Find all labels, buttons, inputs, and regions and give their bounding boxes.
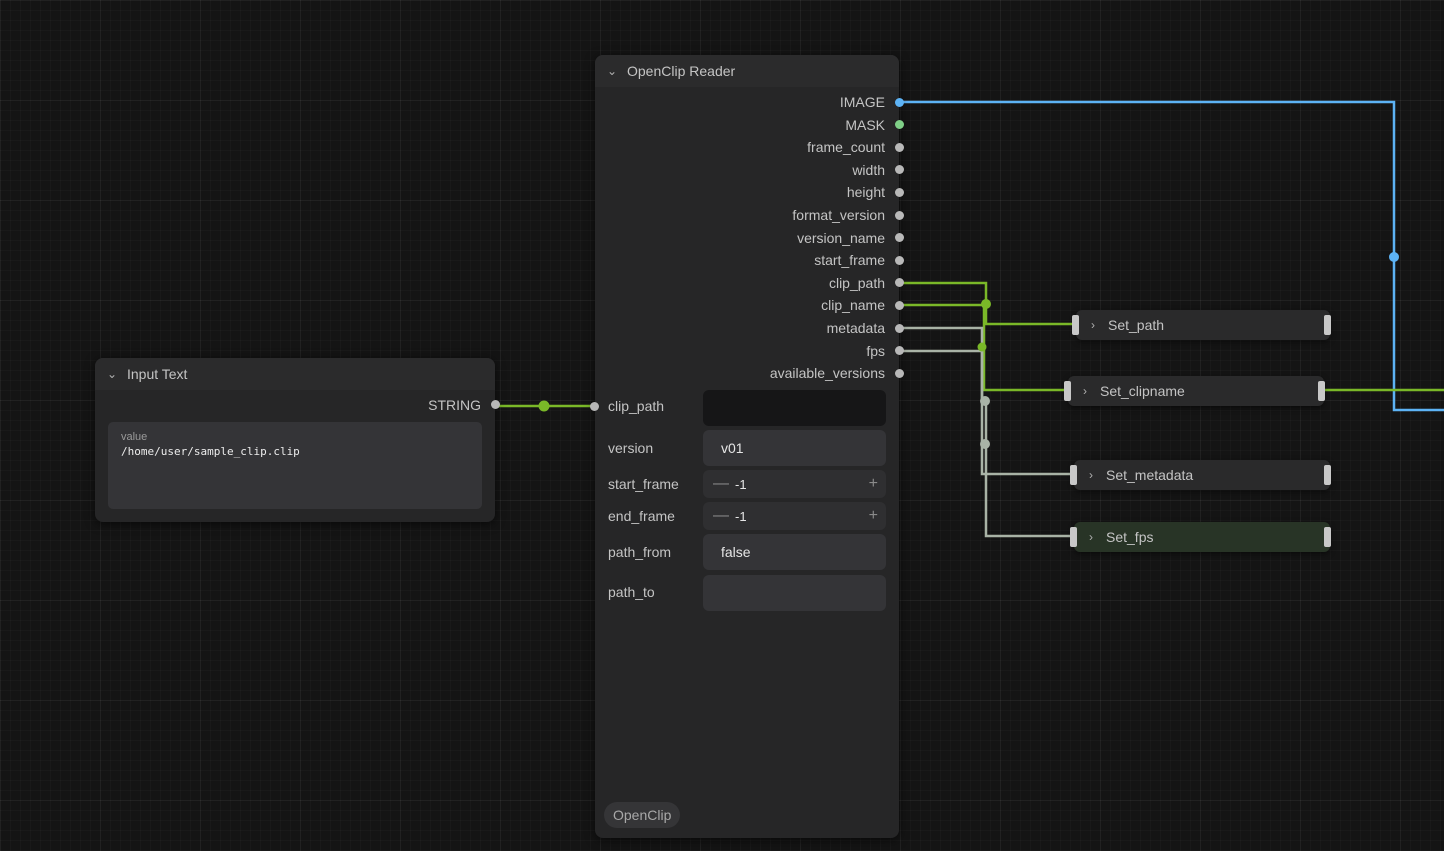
widget-label-path-from: path_from: [608, 544, 672, 560]
reroute-dot-clipname: [977, 342, 987, 352]
output-label-image: IMAGE: [839, 94, 885, 110]
value-label: value: [121, 431, 148, 443]
output-label-metadata: metadata: [826, 320, 885, 336]
widget-label-start-frame: start_frame: [608, 476, 679, 492]
input-text-node[interactable]: ⌄ Input Text STRING value /home/user/sam…: [95, 358, 500, 522]
output-slot-width[interactable]: [895, 165, 904, 175]
start-frame-stepper[interactable]: — -1 +: [703, 470, 886, 498]
output-slot-clip-path[interactable]: [895, 278, 904, 288]
chevron-right-icon[interactable]: ›: [1089, 530, 1093, 544]
widget-label-clip-path: clip_path: [608, 398, 665, 414]
output-label-fps: fps: [866, 342, 885, 359]
chevron-right-icon[interactable]: ›: [1083, 384, 1087, 398]
set-clipname-node[interactable]: › Set_clipname: [1064, 376, 1325, 406]
chevron-right-icon[interactable]: ›: [1089, 468, 1093, 482]
set-fps-node[interactable]: › Set_fps: [1070, 522, 1331, 552]
end-frame-stepper[interactable]: — -1 +: [703, 502, 886, 530]
clip-path-input[interactable]: [703, 390, 886, 426]
output-label-start-frame: start_frame: [814, 252, 885, 269]
output-slot-metadata[interactable]: [895, 323, 904, 333]
chevron-right-icon[interactable]: ›: [1091, 318, 1095, 332]
output-slot-clip-name[interactable]: [895, 300, 904, 310]
reroute-dot-fps: [980, 439, 990, 449]
output-handle[interactable]: [1324, 315, 1331, 335]
chevron-down-icon[interactable]: ⌄: [607, 64, 618, 78]
output-label-clip-path: clip_path: [828, 274, 885, 291]
output-label-frame-count: frame_count: [807, 139, 885, 156]
output-slot-frame-count[interactable]: [895, 142, 904, 152]
output-slot-mask[interactable]: [895, 120, 904, 130]
set-node-title: Set_path: [1108, 317, 1165, 333]
output-label-version-name: version_name: [797, 229, 885, 246]
output-slot-available-versions[interactable]: [895, 368, 904, 378]
output-slot-image[interactable]: [895, 97, 904, 107]
node-source-badge: OpenClip: [604, 802, 681, 828]
output-handle[interactable]: [1324, 465, 1331, 485]
output-label-mask: MASK: [845, 116, 885, 133]
widget-label-version: version: [608, 440, 654, 456]
reroute-dot-image: [1389, 252, 1399, 262]
minus-icon[interactable]: —: [713, 507, 729, 524]
widget-label-end-frame: end_frame: [608, 508, 675, 524]
chevron-down-icon[interactable]: ⌄: [107, 367, 118, 381]
output-slot-start-frame[interactable]: [895, 255, 904, 265]
version-value: v01: [721, 440, 744, 456]
output-label-available-versions: available_versions: [769, 365, 885, 382]
path-to-input[interactable]: [703, 575, 886, 611]
path-from-input[interactable]: false: [703, 534, 886, 570]
set-node-title: Set_fps: [1106, 529, 1154, 545]
minus-icon[interactable]: —: [713, 475, 729, 492]
set-metadata-node[interactable]: › Set_metadata: [1070, 460, 1331, 490]
reroute-dot-clip: [981, 299, 991, 309]
set-node-title: Set_metadata: [1106, 467, 1194, 483]
value-textarea[interactable]: value /home/user/sample_clip.clip: [108, 422, 482, 509]
output-slot-height[interactable]: [895, 187, 904, 197]
reroute-dot-string: [538, 400, 550, 412]
node-title: OpenClip Reader: [627, 63, 736, 79]
output-label-height: height: [846, 184, 885, 201]
output-slot-format-version[interactable]: [895, 210, 904, 220]
start-frame-value: -1: [735, 476, 747, 492]
node-title: Input Text: [127, 366, 188, 382]
set-path-node[interactable]: › Set_path: [1072, 310, 1331, 340]
widget-label-path-to: path_to: [608, 584, 655, 600]
version-select[interactable]: v01: [703, 430, 886, 466]
path-from-value: false: [721, 544, 751, 560]
plus-icon[interactable]: +: [868, 507, 878, 524]
input-slot-clip-path[interactable]: [590, 402, 599, 411]
end-frame-value: -1: [735, 508, 747, 524]
input-handle[interactable]: [1070, 465, 1077, 485]
output-label-width: width: [852, 161, 885, 178]
output-label-format-version: format_version: [792, 207, 885, 223]
reroute-dot-metadata: [980, 396, 990, 406]
output-slot-string[interactable]: [491, 400, 500, 409]
plus-icon[interactable]: +: [868, 475, 878, 492]
node-title-bar[interactable]: ⌄ Input Text: [95, 358, 495, 390]
output-handle[interactable]: [1318, 381, 1325, 401]
input-handle[interactable]: [1064, 381, 1071, 401]
output-slot-version-name[interactable]: [895, 233, 904, 243]
output-label-string: STRING: [428, 397, 481, 413]
input-handle[interactable]: [1072, 315, 1079, 335]
output-slot-fps[interactable]: [895, 346, 904, 356]
set-node-title: Set_clipname: [1100, 383, 1185, 399]
output-label-clip-name: clip_name: [821, 297, 885, 314]
value-text: /home/user/sample_clip.clip: [121, 445, 300, 458]
input-handle[interactable]: [1070, 527, 1077, 547]
node-title-bar[interactable]: ⌄ OpenClip Reader: [595, 55, 899, 87]
output-handle[interactable]: [1324, 527, 1331, 547]
